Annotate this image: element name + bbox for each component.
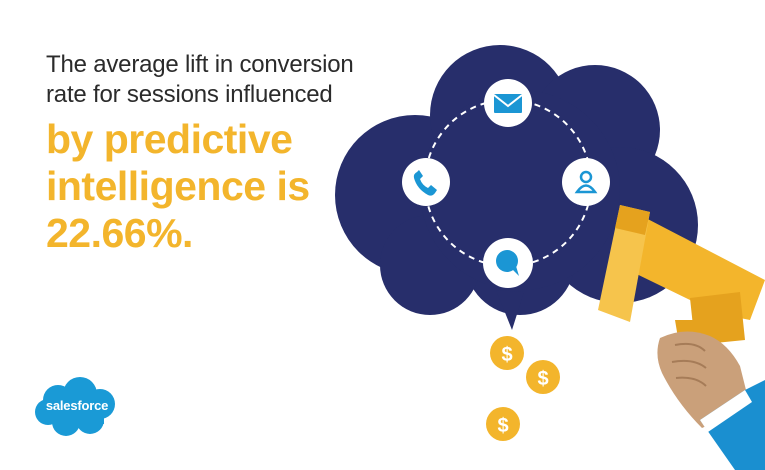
headline-intro-line-2: rate for sessions influenced (46, 81, 333, 108)
coin-3-symbol: $ (497, 415, 508, 437)
salesforce-logo: salesforce (36, 380, 118, 436)
sleeve (700, 380, 765, 470)
headline-stat-line-2: intelligence is (46, 163, 310, 209)
headline-statistic: by predictive intelligence is 22.66%. (46, 116, 386, 257)
headline-intro: The average lift in conversion rate for … (46, 50, 386, 110)
coin-2 (526, 360, 560, 394)
salesforce-logo-shape (35, 377, 115, 436)
coin-3 (486, 407, 520, 441)
headline-stat-line-3: 22.66%. (46, 210, 193, 256)
headline-stat-line-1: by predictive (46, 116, 293, 162)
contact-icon (562, 158, 610, 206)
salesforce-logo-text: salesforce (45, 398, 109, 413)
headline: The average lift in conversion rate for … (46, 50, 386, 257)
coin-1 (490, 336, 524, 370)
coin-2-symbol: $ (537, 368, 548, 390)
headline-intro-line-1: The average lift in conversion (46, 51, 354, 78)
phone-icon (402, 158, 450, 206)
email-icon (484, 79, 532, 127)
coin-1-symbol: $ (501, 344, 512, 366)
chat-icon (483, 238, 533, 288)
